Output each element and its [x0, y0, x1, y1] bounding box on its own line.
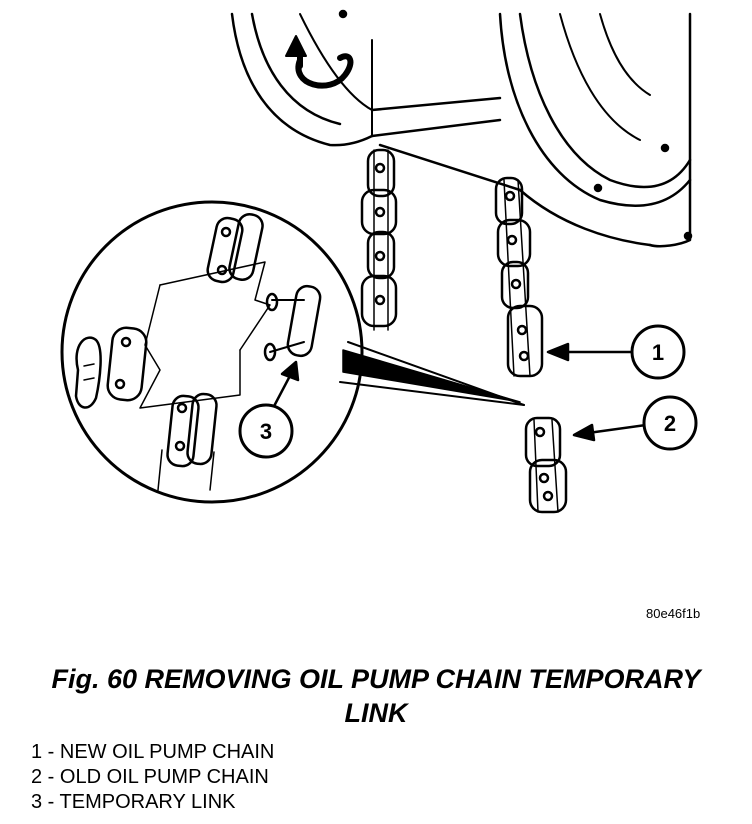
- legend-item-1: 1 - NEW OIL PUMP CHAIN: [31, 741, 275, 763]
- engine-sprocket-assembly: [230, 9, 693, 248]
- figure-caption: Fig. 60 REMOVING OIL PUMP CHAIN TEMPORAR…: [10, 662, 742, 730]
- chain-left: [360, 148, 398, 331]
- callout-2-label: 2: [664, 411, 676, 436]
- technical-illustration: 1 2 3: [60, 9, 698, 514]
- callout-3-circle: [238, 403, 294, 459]
- figure-id: 80e46f1b: [646, 606, 701, 621]
- callout-1-circle: [630, 324, 686, 380]
- legend: 1 - NEW OIL PUMP CHAIN 2 - OLD OIL PUMP …: [31, 740, 274, 815]
- caption-line-1: Fig. 60 REMOVING OIL PUMP CHAIN TEMPORAR…: [51, 664, 701, 694]
- legend-item-2: 2 - OLD OIL PUMP CHAIN: [31, 766, 269, 788]
- chain-new: [494, 176, 544, 378]
- caption-line-2: LINK: [344, 698, 408, 728]
- callout-3-label: 3: [260, 419, 272, 444]
- legend-item-3: 3 - TEMPORARY LINK: [31, 791, 236, 813]
- callout-2-circle: [642, 395, 698, 451]
- callout-1-label: 1: [652, 340, 664, 365]
- detail-view: [60, 200, 525, 504]
- chain-old: [524, 416, 568, 514]
- callout-arrows: [270, 342, 648, 442]
